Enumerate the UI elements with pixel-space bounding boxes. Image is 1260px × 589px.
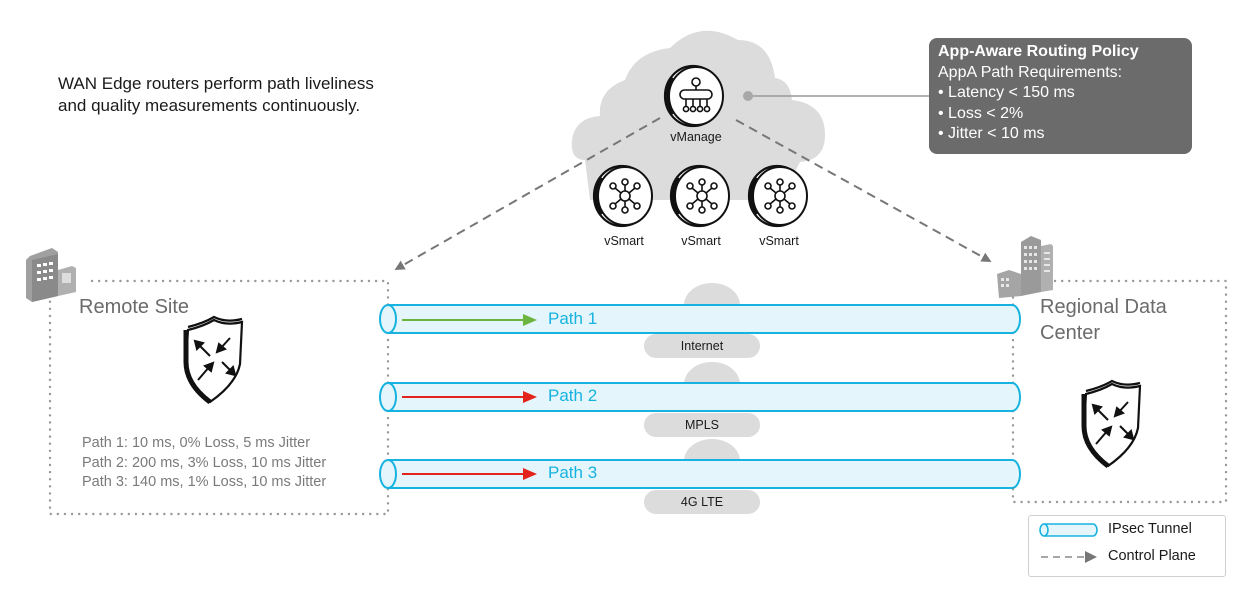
intro-text: WAN Edge routers perform path liveliness… bbox=[58, 73, 438, 117]
control-plane-line-remote bbox=[394, 117, 661, 270]
router-shield-icon bbox=[186, 317, 242, 402]
legend-tunnel-icon bbox=[1039, 523, 1098, 537]
intro-line-2: and quality measurements continuously. bbox=[58, 96, 361, 115]
path-3-label: Path 3 bbox=[548, 463, 598, 482]
ipsec-tunnel-path-3 bbox=[379, 459, 1021, 489]
datacenter-title-line-2: Center bbox=[1040, 322, 1101, 344]
vsmart-icon bbox=[592, 164, 654, 228]
legend-control-plane-label: Control Plane bbox=[1108, 548, 1196, 564]
legend bbox=[1028, 515, 1226, 577]
policy-connector-dot bbox=[743, 91, 753, 101]
policy-subtitle: AppA Path Requirements: bbox=[938, 63, 1123, 81]
ipsec-tunnel-path-2 bbox=[379, 382, 1021, 412]
vsmart-icon bbox=[747, 164, 809, 228]
policy-requirement-latency: • Latency < 150 ms bbox=[938, 84, 1075, 101]
path-1-metrics: Path 1: 10 ms, 0% Loss, 5 ms Jitter bbox=[82, 435, 311, 451]
transport-label-lte: 4G LTE bbox=[680, 495, 724, 509]
path-metrics: Path 1: 10 ms, 0% Loss, 5 ms Jitter Path… bbox=[82, 434, 326, 493]
datacenter-title-line-1: Regional Data bbox=[1040, 296, 1167, 318]
path-2-label: Path 2 bbox=[548, 386, 598, 405]
vsmart-label: vSmart bbox=[759, 234, 799, 248]
control-plane-line-datacenter bbox=[735, 119, 992, 262]
vsmart-icon bbox=[669, 164, 731, 228]
vsmart-label: vSmart bbox=[681, 234, 721, 248]
datacenter-title: Regional Data Center bbox=[1040, 294, 1167, 346]
router-shield-icon bbox=[1084, 381, 1140, 466]
datacenter-building-icon bbox=[997, 236, 1053, 298]
intro-line-1: WAN Edge routers perform path liveliness bbox=[58, 74, 374, 93]
policy-requirement-loss: • Loss < 2% bbox=[938, 104, 1024, 122]
remote-site-title: Remote Site bbox=[79, 296, 190, 318]
vsmart-label: vSmart bbox=[604, 234, 644, 248]
vmanage-label: vManage bbox=[670, 130, 722, 144]
building-icon bbox=[26, 248, 76, 302]
legend-control-plane-icon bbox=[1041, 551, 1097, 563]
path-2-metrics: Path 2: 200 ms, 3% Loss, 10 ms Jitter bbox=[82, 454, 327, 471]
path-3-metrics: Path 3: 140 ms, 1% Loss, 10 ms Jitter bbox=[82, 474, 327, 490]
policy-requirement-jitter: • Jitter < 10 ms bbox=[938, 125, 1045, 142]
path-1-label: Path 1 bbox=[548, 309, 598, 328]
transport-label-internet: Internet bbox=[680, 339, 724, 353]
legend-ipsec-label: IPsec Tunnel bbox=[1108, 521, 1192, 537]
transport-label-mpls: MPLS bbox=[684, 418, 720, 432]
policy-title: App-Aware Routing Policy bbox=[938, 43, 1139, 60]
policy-box: App-Aware Routing Policy AppA Path Requi… bbox=[929, 38, 1192, 154]
vmanage-icon bbox=[663, 64, 725, 128]
datacenter-boundary bbox=[1011, 279, 1228, 504]
ipsec-tunnel-path-1 bbox=[379, 304, 1021, 334]
